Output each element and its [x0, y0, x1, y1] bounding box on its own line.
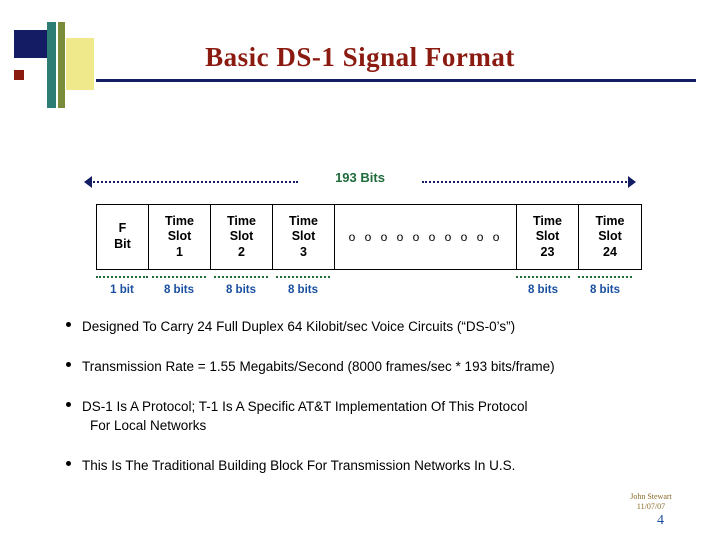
olive-bar-shape [58, 22, 65, 108]
arrow-right-line [422, 181, 630, 183]
frame-span-arrow: 193 Bits [84, 170, 636, 192]
ts3-line-2: Slot [291, 229, 316, 244]
navy-square-shape [14, 30, 47, 58]
frame-cell-time-slot-3: Time Slot 3 [273, 205, 335, 269]
frame-span-label: 193 Bits [327, 170, 393, 185]
bitline-ts23 [516, 276, 570, 278]
bullet-text-1: Designed To Carry 24 Full Duplex 64 Kilo… [82, 319, 516, 334]
frame-cell-ellipsis: o o o o o o o o o o [335, 205, 517, 269]
frame-cell-time-slot-24: Time Slot 24 [579, 205, 641, 269]
ts23-line-3: 23 [540, 244, 555, 259]
f-bit-line-1: F [118, 221, 127, 236]
decorative-corner-graphic [0, 0, 120, 120]
ts1-line-2: Slot [167, 229, 192, 244]
footer-author: John Stewart [630, 492, 672, 501]
bitline-ts3 [276, 276, 330, 278]
ts2-line-3: 2 [238, 244, 245, 259]
ts23-line-2: Slot [535, 229, 560, 244]
bullet-item-3: DS-1 Is A Protocol; T-1 Is A Specific AT… [60, 398, 684, 434]
frame-cell-time-slot-23: Time Slot 23 [517, 205, 579, 269]
bullet-text-4: This Is The Traditional Building Block F… [82, 457, 516, 473]
bullet-text-3-line2: For Local Networks [90, 417, 207, 433]
teal-bar-shape [47, 22, 56, 108]
yellow-square-shape [66, 38, 94, 90]
ts24-line-1: Time [595, 213, 625, 228]
red-square-shape [14, 70, 24, 80]
bit-label-f-bit: 1 bit [110, 284, 134, 296]
ts2-line-1: Time [227, 213, 256, 228]
bitline-f [96, 276, 148, 278]
bitline-ts1 [152, 276, 206, 278]
bitline-ts2 [214, 276, 268, 278]
ts3-line-3: 3 [300, 244, 307, 259]
ts3-line-1: Time [289, 213, 318, 228]
slide-number: 4 [657, 513, 664, 528]
title-underline-rule [96, 79, 696, 82]
bullet-dot-icon [66, 322, 71, 327]
ts24-line-2: Slot [598, 229, 622, 244]
ts2-line-2: Slot [229, 229, 254, 244]
bullet-text-2: Transmission Rate = 1.55 Megabits/Second… [82, 359, 555, 375]
ts1-line-1: Time [165, 213, 194, 228]
bit-label-time-slot-23: 8 bits [527, 284, 559, 296]
bullet-text-3: DS-1 Is A Protocol; T-1 Is A Specific AT… [82, 399, 528, 415]
bitline-ts24 [578, 276, 632, 278]
frame-cell-time-slot-1: Time Slot 1 [149, 205, 211, 269]
bullet-dot-icon [66, 402, 71, 408]
bullet-dot-icon [66, 460, 71, 466]
bit-label-time-slot-2: 8 bits [225, 284, 257, 296]
f-bit-line-2: Bit [114, 237, 131, 251]
footer-author-block: John Stewart 11/07/07 [606, 492, 696, 513]
bit-label-time-slot-1: 8 bits [163, 284, 195, 296]
ds1-frame-diagram: F Bit Time Slot 1 Time Slot 2 Time Slot … [96, 204, 642, 270]
bullet-dot-icon [66, 362, 71, 368]
frame-cell-time-slot-2: Time Slot 2 [211, 205, 273, 269]
arrow-left-icon [84, 176, 92, 188]
bit-label-time-slot-3: 8 bits [287, 284, 319, 296]
ts23-line-1: Time [533, 213, 562, 228]
arrow-right-icon [628, 176, 636, 188]
bullet-item-2: Transmission Rate = 1.55 Megabits/Second… [60, 358, 684, 376]
footer-date: 11/07/07 [636, 502, 666, 512]
slide-title: Basic DS-1 Signal Format [205, 42, 515, 72]
ts24-line-3: 24 [603, 244, 617, 259]
bullet-item-1: Designed To Carry 24 Full Duplex 64 Kilo… [60, 318, 684, 336]
bit-label-time-slot-24: 8 bits [589, 284, 621, 296]
ts1-line-3: 1 [176, 244, 183, 259]
bullet-item-4: This Is The Traditional Building Block F… [60, 457, 684, 475]
bullet-list: Designed To Carry 24 Full Duplex 64 Kilo… [60, 318, 684, 497]
frame-cell-f-bit: F Bit [97, 205, 149, 269]
arrow-left-line [90, 181, 298, 183]
